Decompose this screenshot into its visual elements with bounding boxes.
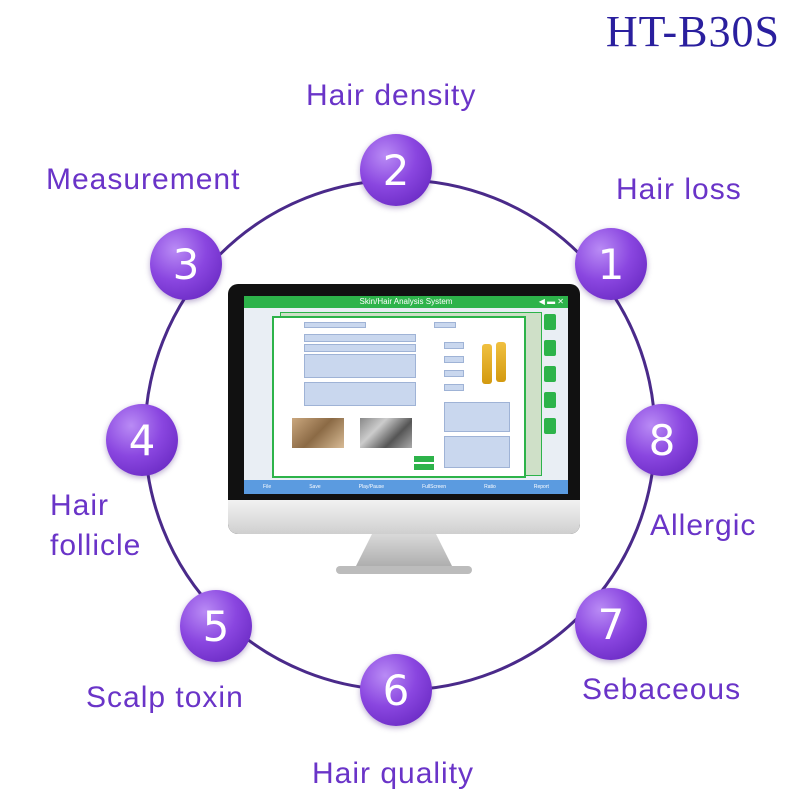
toolbar-ratio-button[interactable]: Ratio [484,484,496,490]
label-hair-loss: Hair loss [616,173,742,206]
name-field[interactable] [304,322,366,328]
node-1: 1 [575,228,647,300]
monitor-stand [354,534,454,570]
monitor-base [336,566,472,574]
software-toolbar: File Save Play/Pause FullScreen Ratio Re… [244,480,568,494]
efficacy-field[interactable] [444,402,510,432]
node-6: 6 [360,654,432,726]
model-title: HT-B30S [605,7,780,56]
node-7: 7 [575,588,647,660]
label-hair-follicle-line2: follicle [50,529,142,562]
window-controls-icon[interactable]: ◀ ▬ ✕ [538,297,564,306]
software-screen: Skin/Hair Analysis System ◀ ▬ ✕ File Sav… [244,296,568,494]
software-titlebar: Skin/Hair Analysis System ◀ ▬ ✕ [244,296,568,308]
product-bottle-image [496,342,506,382]
detection-image [360,418,412,448]
report-window [272,316,526,478]
toolbar-report-button[interactable]: Report [533,484,549,490]
category-field[interactable] [444,342,464,349]
reason-field[interactable] [304,354,416,378]
toolbar-file-button[interactable]: File [263,484,272,490]
toolbar-play-pause-button[interactable]: Play/Pause [358,484,384,490]
side-tab[interactable] [544,314,556,330]
label-hair-quality: Hair quality [312,757,475,790]
conclusion-field[interactable] [304,344,416,352]
node-5: 5 [180,590,252,662]
toolbar-fullscreen-button[interactable]: FullScreen [422,484,446,490]
symptom-field[interactable] [304,334,416,342]
print-report-button[interactable] [414,464,434,470]
label-hair-density: Hair density [306,79,477,112]
age-field[interactable] [434,322,456,328]
node-2: 2 [360,134,432,206]
suggestion-field[interactable] [304,382,416,406]
label-allergic: Allergic [650,509,757,542]
toolbar-save-button[interactable]: Save [309,484,321,490]
side-tab[interactable] [544,418,556,434]
label-scalp-toxin: Scalp toxin [86,681,244,714]
side-tabs [544,314,562,464]
software-title: Skin/Hair Analysis System [359,297,453,306]
side-tab[interactable] [544,366,556,382]
side-tab[interactable] [544,340,556,356]
model-field[interactable] [444,370,464,377]
price-field[interactable] [444,384,464,391]
treatment-field[interactable] [444,436,510,468]
node-4: 4 [106,404,178,476]
product-name-field[interactable] [444,356,464,363]
side-tab[interactable] [544,392,556,408]
label-hair-follicle-line1: Hair [50,489,110,522]
save-report-button[interactable] [414,456,434,462]
label-sebaceous: Sebaceous [582,673,742,706]
monitor-chin [228,500,580,534]
symptom-image [292,418,344,448]
label-measurement: Measurement [46,163,241,196]
node-3: 3 [150,228,222,300]
node-8: 8 [626,404,698,476]
product-bottle-image [482,344,492,384]
